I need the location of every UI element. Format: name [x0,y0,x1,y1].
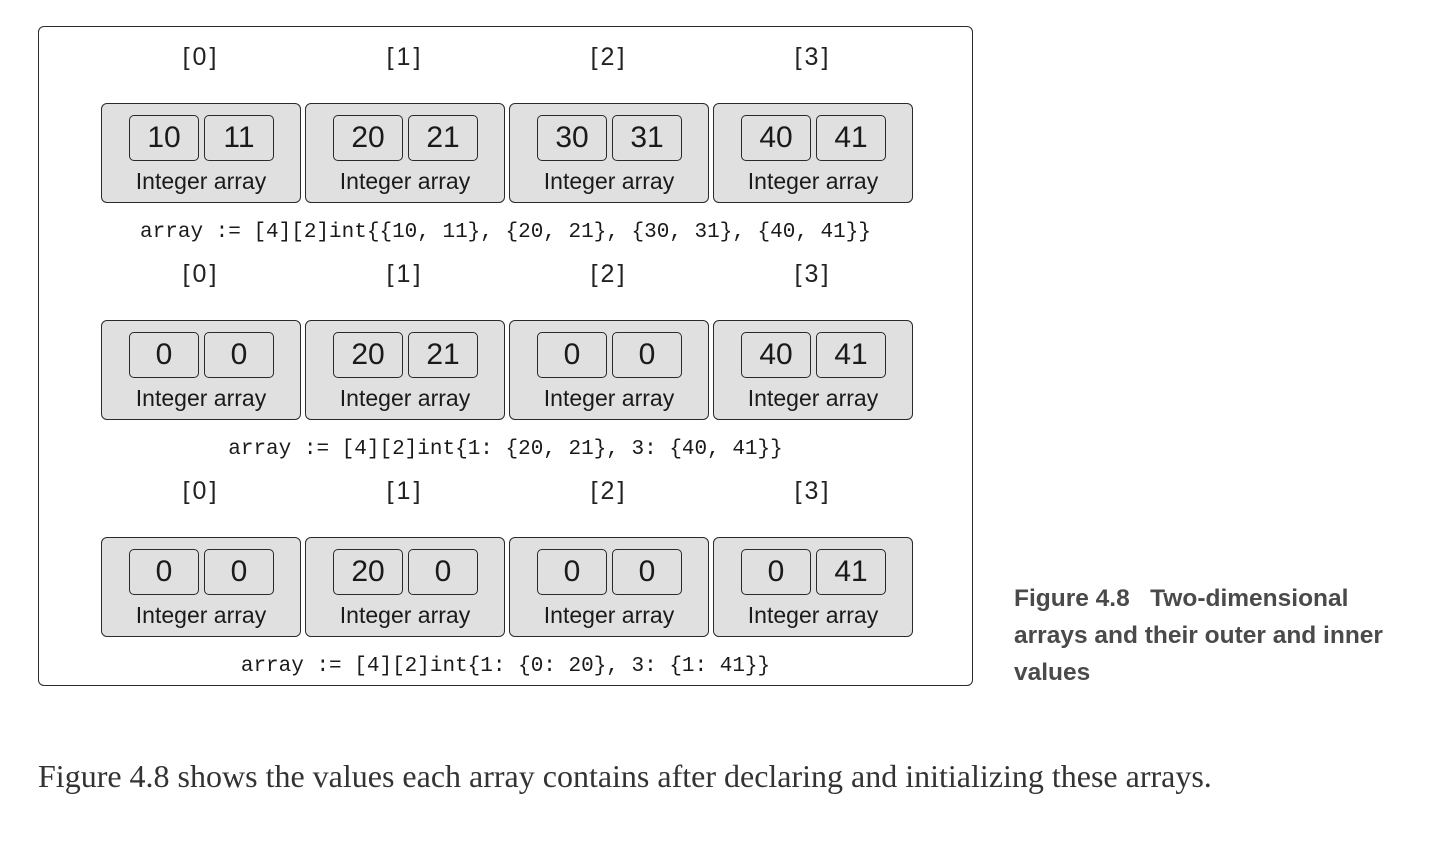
figure-frame: [0] [1] [2] [3] 10 11 Integer array 20 2… [38,26,973,686]
outer-index: [2] [590,477,628,505]
outer-index: [1] [386,260,424,288]
integer-array-box: 0 0 Integer array [101,537,301,637]
box-label: Integer array [339,602,471,628]
inner-cell: 0 [408,549,478,595]
box-label: Integer array [339,168,471,194]
box-label: Integer array [339,385,471,411]
outer-index: [0] [182,477,220,505]
outer-index: [2] [590,43,628,71]
inner-cell: 40 [741,115,811,161]
box-label: Integer array [543,168,675,194]
inner-cell: 0 [537,549,607,595]
outer-index: [3] [794,260,832,288]
array-row-3: [0] [1] [2] [3] 0 0 Integer array 20 0 I… [39,477,972,687]
box-label: Integer array [747,168,879,194]
integer-array-box: 0 0 Integer array [509,537,709,637]
box-label: Integer array [135,385,267,411]
inner-cell: 20 [333,549,403,595]
outer-index: [1] [386,477,424,505]
code-declaration: array := [4][2]int{1: {0: 20}, 3: {1: 41… [240,655,771,678]
inner-cell: 0 [204,332,274,378]
outer-index: [0] [182,43,220,71]
array-row-1: [0] [1] [2] [3] 10 11 Integer array 20 2… [39,43,972,253]
inner-cell: 0 [741,549,811,595]
integer-array-box: 40 41 Integer array [713,103,913,203]
integer-array-box: 20 21 Integer array [305,320,505,420]
box-label: Integer array [747,385,879,411]
array-row-2: [0] [1] [2] [3] 0 0 Integer array 20 21 … [39,260,972,470]
inner-cell: 0 [129,549,199,595]
integer-array-box: 0 0 Integer array [509,320,709,420]
inner-cell: 31 [612,115,682,161]
integer-array-box: 30 31 Integer array [509,103,709,203]
integer-array-box: 0 0 Integer array [101,320,301,420]
inner-cell: 10 [129,115,199,161]
inner-cell: 40 [741,332,811,378]
figure-caption-label: Figure 4.8 [1014,585,1130,612]
outer-index: [1] [386,43,424,71]
outer-index: [3] [794,477,832,505]
inner-cell: 41 [816,115,886,161]
inner-cell: 0 [537,332,607,378]
inner-cell: 20 [333,332,403,378]
outer-index: [0] [182,260,220,288]
box-label: Integer array [135,602,267,628]
integer-array-box: 40 41 Integer array [713,320,913,420]
figure-caption: Figure 4.8 Two-dimensional arrays and th… [1014,580,1414,691]
integer-array-box: 10 11 Integer array [101,103,301,203]
integer-array-box: 20 21 Integer array [305,103,505,203]
integer-array-box: 20 0 Integer array [305,537,505,637]
code-declaration: array := [4][2]int{{10, 11}, {20, 21}, {… [140,221,871,244]
inner-cell: 21 [408,332,478,378]
box-label: Integer array [747,602,879,628]
box-label: Integer array [135,168,267,194]
integer-array-box: 0 41 Integer array [713,537,913,637]
inner-cell: 30 [537,115,607,161]
inner-cell: 41 [816,549,886,595]
figure-caption-text: Two-dimensional arrays and their outer a… [1014,585,1383,686]
inner-cell: 0 [204,549,274,595]
code-declaration: array := [4][2]int{1: {20, 21}, 3: {40, … [228,438,783,461]
inner-cell: 0 [129,332,199,378]
outer-index: [2] [590,260,628,288]
box-label: Integer array [543,602,675,628]
inner-cell: 0 [612,332,682,378]
outer-index: [3] [794,43,832,71]
inner-cell: 11 [204,115,274,161]
inner-cell: 0 [612,549,682,595]
inner-cell: 20 [333,115,403,161]
inner-cell: 41 [816,332,886,378]
box-label: Integer array [543,385,675,411]
body-paragraph: Figure 4.8 shows the values each array c… [38,758,1212,794]
inner-cell: 21 [408,115,478,161]
